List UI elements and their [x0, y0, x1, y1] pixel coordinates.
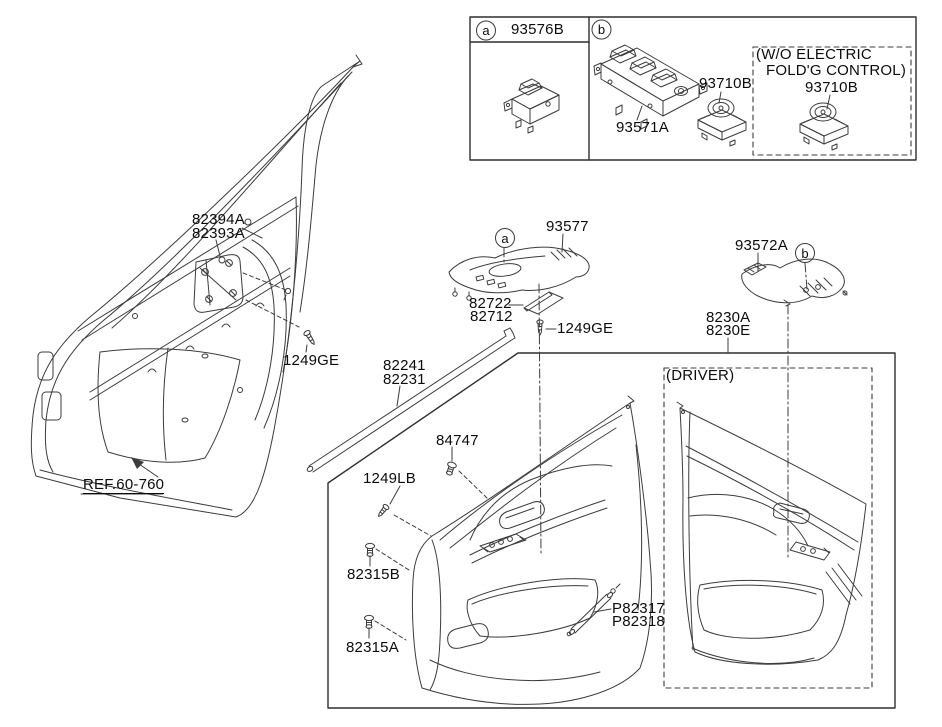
locator-b-line1 — [804, 262, 808, 291]
screw-1249ge-door-icon — [303, 329, 315, 345]
mirror-switch-icon — [697, 98, 747, 147]
ref-arrow — [131, 457, 159, 478]
wo-electric-line1: (W/O ELECTRIC — [756, 46, 872, 63]
wo-electric-part: 93710B — [805, 79, 858, 96]
door-lamp-strip-icon — [566, 583, 621, 637]
marker-a-main-circle — [495, 228, 515, 248]
main-marker-a: a — [501, 231, 509, 246]
leader-93577 — [561, 233, 564, 253]
marker-b-main-circle — [795, 243, 815, 263]
lamp-part-line2: P82318 — [612, 613, 665, 630]
wo-electric-line2: FOLD'G CONTROL) — [766, 62, 907, 79]
driver-trim-panel-drawing — [676, 401, 867, 665]
clip-top-part: 84747 — [436, 432, 479, 449]
front-door-trim-panel-drawing — [411, 395, 653, 705]
single-window-switch-icon — [503, 78, 560, 134]
lamp-part-line1: P82317 — [612, 600, 665, 617]
dashed-82315b — [375, 548, 410, 571]
clip-82315a-icon — [364, 614, 374, 629]
door-module-icon — [193, 254, 244, 313]
pad-82722-icon — [523, 291, 564, 315]
dashed-1249lb — [393, 514, 432, 537]
armrest-cover-93572a-icon — [741, 258, 848, 307]
panel-outer-box — [327, 352, 896, 709]
clip-low-part: 82315A — [346, 639, 399, 656]
armrest-cover-part: 93572A — [735, 237, 788, 254]
pad-part-line2: 82712 — [470, 308, 513, 325]
pad-part-line1: 82722 — [469, 295, 512, 312]
inset-part-single-switch: 93576B — [511, 21, 564, 38]
screw-bezel-part: 1249GE — [557, 320, 614, 337]
marker-a-circle — [476, 20, 496, 41]
dashed-82315a — [374, 620, 407, 641]
belt-weatherstrip-icon — [306, 327, 516, 473]
inset-part-mirror-switch: 93710B — [699, 75, 752, 92]
driver-dashed-box — [663, 367, 873, 689]
marker-b-circle — [591, 19, 612, 40]
leader-p82317 — [593, 608, 612, 613]
inset-part-master-switch: 93571A — [616, 119, 669, 136]
leader-module-label — [215, 239, 221, 257]
module-dashed-leader-1 — [242, 272, 287, 291]
screw-door-part: 1249GE — [283, 352, 340, 369]
bezel-part: 93577 — [546, 218, 589, 235]
inset-table — [469, 16, 917, 161]
leader-93710b-wo — [826, 94, 831, 110]
wo-electric-dashed-box — [752, 46, 912, 156]
driver-note: (DRIVER) — [666, 367, 735, 384]
leader-1249lb — [389, 485, 401, 505]
module-part-line1: 82394A — [192, 211, 245, 228]
main-marker-b: b — [801, 246, 809, 261]
strip-part-line1: 82241 — [383, 357, 426, 374]
mirror-switch-icon-wo-fold — [799, 102, 849, 151]
switch-bezel-93577-icon — [448, 246, 590, 301]
door-ref-link[interactable]: REF.60-760 — [83, 476, 165, 494]
leader-module-label-2 — [241, 227, 263, 239]
leader-93710b — [718, 91, 722, 104]
leader-82241 — [396, 385, 401, 407]
clip-mid-part: 82315B — [347, 566, 400, 583]
leader-1249ge-door — [305, 344, 308, 353]
locator-a-line2 — [538, 283, 542, 554]
strip-part-line2: 82231 — [383, 371, 426, 388]
screw-panel-part: 1249LB — [363, 470, 416, 487]
clip-84747-icon — [445, 461, 457, 476]
dashed-84747 — [458, 470, 488, 499]
module-part-line2: 82393A — [192, 225, 245, 242]
trim-part-line1: 8230A — [706, 309, 751, 326]
clip-82315b-icon — [365, 542, 375, 557]
module-dashed-leader-2 — [245, 299, 300, 328]
screw-1249ge-bezel-icon — [536, 319, 544, 336]
inset-marker-a: a — [482, 23, 490, 38]
door-frame-drawing — [30, 54, 363, 518]
inset-marker-b: b — [597, 22, 606, 37]
trim-part-line2: 8230E — [706, 322, 751, 339]
screw-1249lb-icon — [378, 503, 390, 517]
master-window-switch-icon — [593, 44, 708, 130]
